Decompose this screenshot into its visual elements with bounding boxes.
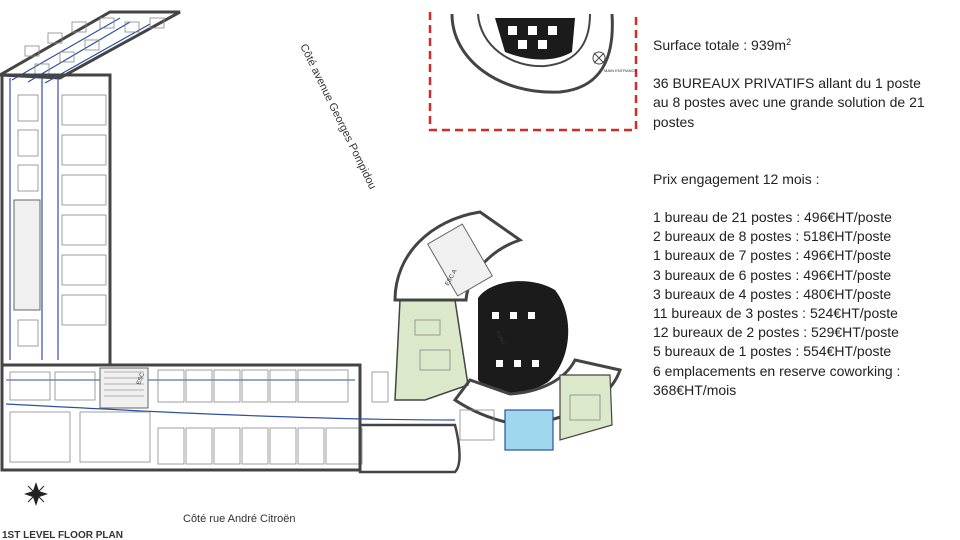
central-block: ESC A Patio — [358, 210, 622, 474]
inset-main-entrance-label: MAIN ENTRANCE — [604, 68, 637, 73]
street-label-top: Côté avenue Georges Pompidou — [297, 42, 378, 191]
inset-curve-outer — [450, 13, 614, 94]
floor-plan: MAIN ENTRANCE ESC — [0, 10, 638, 540]
south-esc-label: ESC — [136, 371, 146, 385]
blue-room — [504, 409, 554, 451]
price-line: 5 bureaux de 1 postes : 554€HT/poste — [653, 343, 892, 360]
south-stair — [99, 367, 149, 409]
intro-line-2: au 8 postes avec une grande solution de … — [653, 94, 925, 111]
floor-plan-title: 1ST LEVEL FLOOR PLAN — [2, 530, 123, 540]
price-line: 3 bureaux de 4 postes : 480€HT/poste — [653, 285, 892, 302]
inset-black-area — [495, 18, 575, 60]
intro-line-1: 36 BUREAUX PRIVATIFS allant du 1 poste — [653, 75, 921, 92]
info-panel: Surface totale : 939m2 36 BUREAUX PRIVAT… — [653, 36, 953, 400]
price-line: 11 bureaux de 3 postes : 524€HT/poste — [653, 305, 898, 322]
surface-line: Surface totale : 939m2 — [653, 36, 953, 55]
compass-icon — [24, 482, 48, 506]
price-line: 1 bureau de 21 postes : 496€HT/poste — [653, 209, 892, 226]
inset-curve-inner — [477, 13, 591, 68]
wing-west — [0, 73, 112, 367]
price-line: 3 bureaux de 6 postes : 496€HT/poste — [653, 266, 892, 283]
inset-red-frame — [428, 12, 638, 132]
surface-text: Surface totale : 939m — [653, 37, 787, 53]
wing-south: ESC — [0, 363, 456, 472]
intro-line-3: postes — [653, 113, 695, 130]
surface-exponent: 2 — [786, 37, 792, 47]
inset-entrance-symbol — [592, 51, 606, 65]
price-line: 6 emplacements en reserve coworking : — [653, 362, 901, 379]
price-line: 1 bureaux de 7 postes : 496€HT/poste — [653, 247, 892, 264]
wing-north — [0, 10, 181, 84]
esc-a-core — [426, 223, 494, 297]
entrance-inset: MAIN ENTRANCE — [428, 12, 638, 132]
green-room — [559, 374, 613, 441]
patio-black — [478, 281, 569, 393]
inset-desks — [508, 26, 557, 49]
street-label-bottom: Côté rue André Citroën — [183, 513, 296, 525]
price-line: 2 bureaux de 8 postes : 518€HT/poste — [653, 228, 892, 245]
patio-desks — [492, 312, 539, 367]
price-title: Prix engagement 12 mois : — [653, 170, 820, 187]
price-line: 368€HT/mois — [653, 381, 737, 398]
west-core — [13, 199, 41, 311]
price-line: 12 bureaux de 2 postes : 529€HT/poste — [653, 324, 899, 341]
